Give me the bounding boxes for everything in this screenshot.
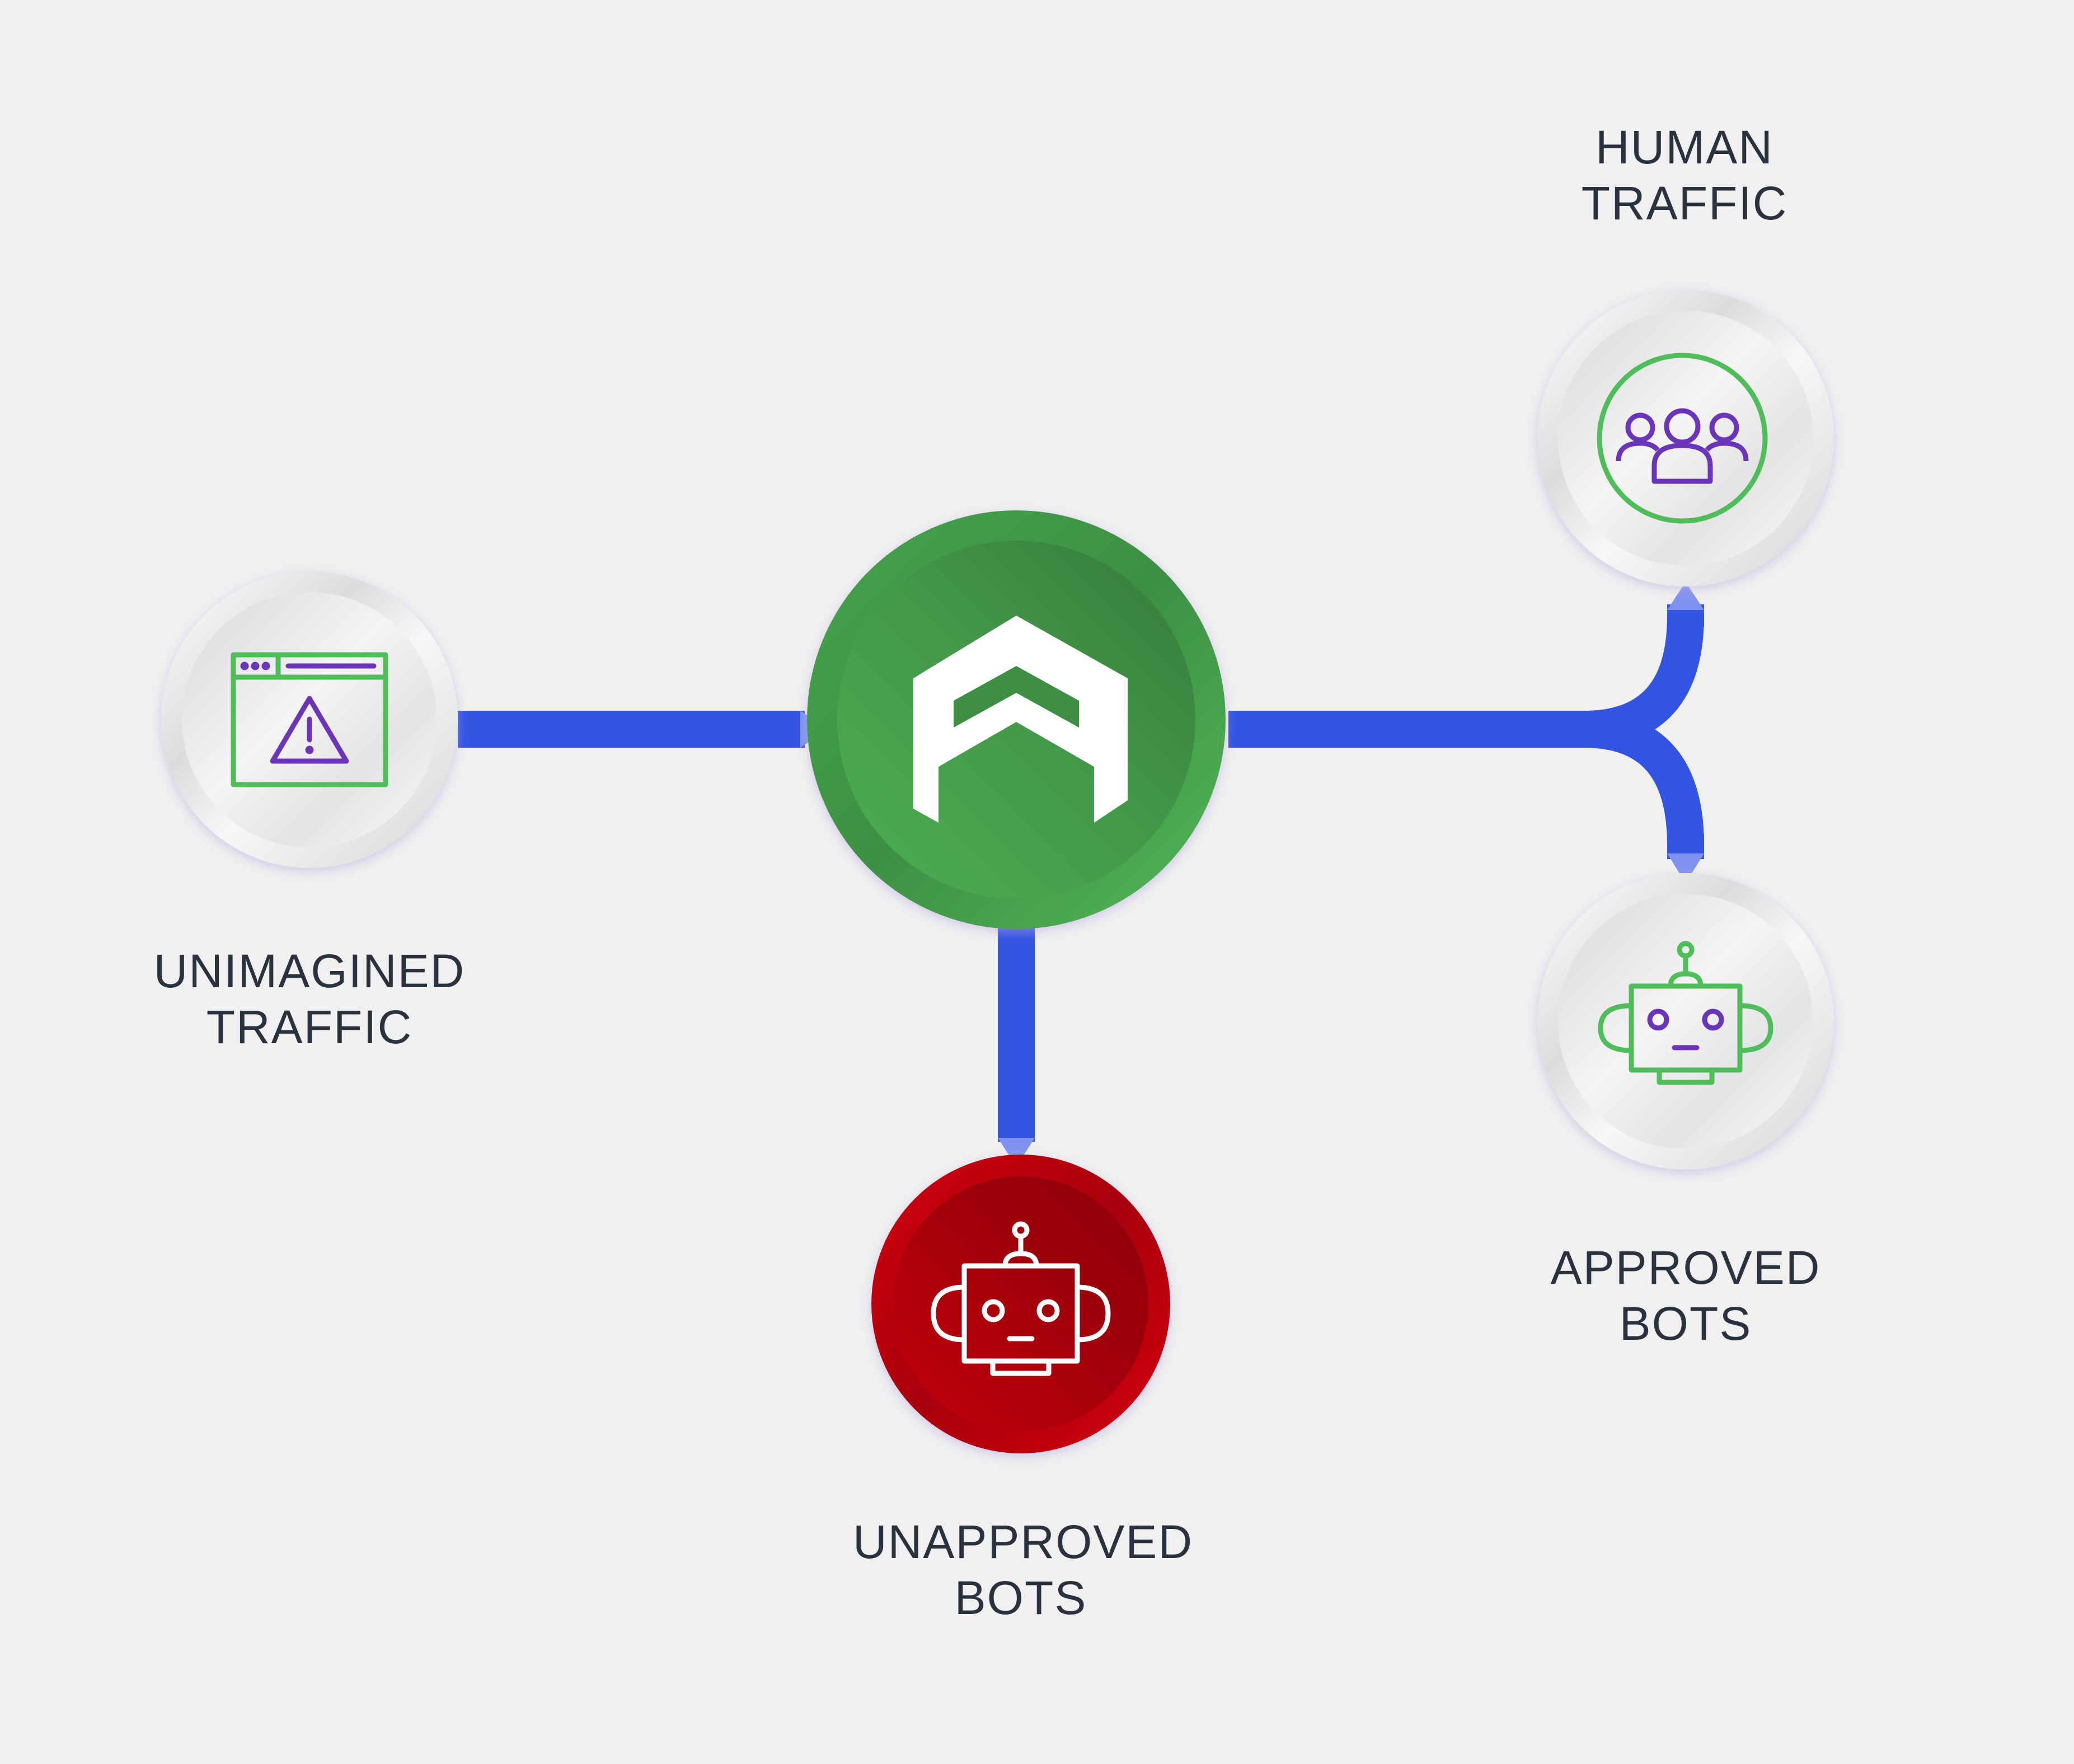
robot-icon-unapproved bbox=[931, 1221, 1111, 1376]
label-human-traffic: HUMAN TRAFFIC bbox=[1517, 119, 1852, 231]
label-unapproved-line1: UNAPPROVED bbox=[853, 1516, 1194, 1568]
robot-icon bbox=[1598, 941, 1773, 1085]
label-approved-line2: BOTS bbox=[1619, 1297, 1752, 1350]
arrow-head-up bbox=[1667, 582, 1704, 610]
label-unimagined-line2: TRAFFIC bbox=[206, 1001, 413, 1053]
label-unimagined-line1: UNIMAGINED bbox=[153, 945, 466, 997]
label-human-line1: HUMAN bbox=[1596, 121, 1773, 173]
arrow-head-down bbox=[998, 1138, 1035, 1167]
connector-branch-down bbox=[1583, 711, 1704, 846]
node-unimagined-traffic bbox=[161, 571, 458, 868]
connector-right bbox=[1228, 711, 1587, 748]
connectors bbox=[458, 582, 1704, 1167]
users-group-icon bbox=[1597, 353, 1768, 524]
logo-icon bbox=[913, 616, 1128, 823]
label-approved-bots: APPROVED BOTS bbox=[1518, 1240, 1854, 1352]
label-unapproved-line2: BOTS bbox=[954, 1571, 1087, 1624]
label-unimagined-traffic: UNIMAGINED TRAFFIC bbox=[142, 943, 477, 1055]
arrow-head-approved bbox=[1667, 853, 1704, 883]
label-approved-line1: APPROVED bbox=[1550, 1241, 1821, 1294]
label-human-line2: TRAFFIC bbox=[1581, 177, 1788, 229]
node-human-traffic bbox=[1537, 290, 1834, 587]
connector-left bbox=[458, 711, 805, 748]
node-approved-bots bbox=[1537, 873, 1834, 1170]
node-unapproved-bots bbox=[871, 1155, 1170, 1453]
node-center-logo bbox=[807, 510, 1226, 929]
label-unapproved-bots: UNAPPROVED BOTS bbox=[853, 1514, 1194, 1626]
connector-down bbox=[998, 923, 1035, 1142]
browser-warning-icon bbox=[231, 652, 388, 787]
